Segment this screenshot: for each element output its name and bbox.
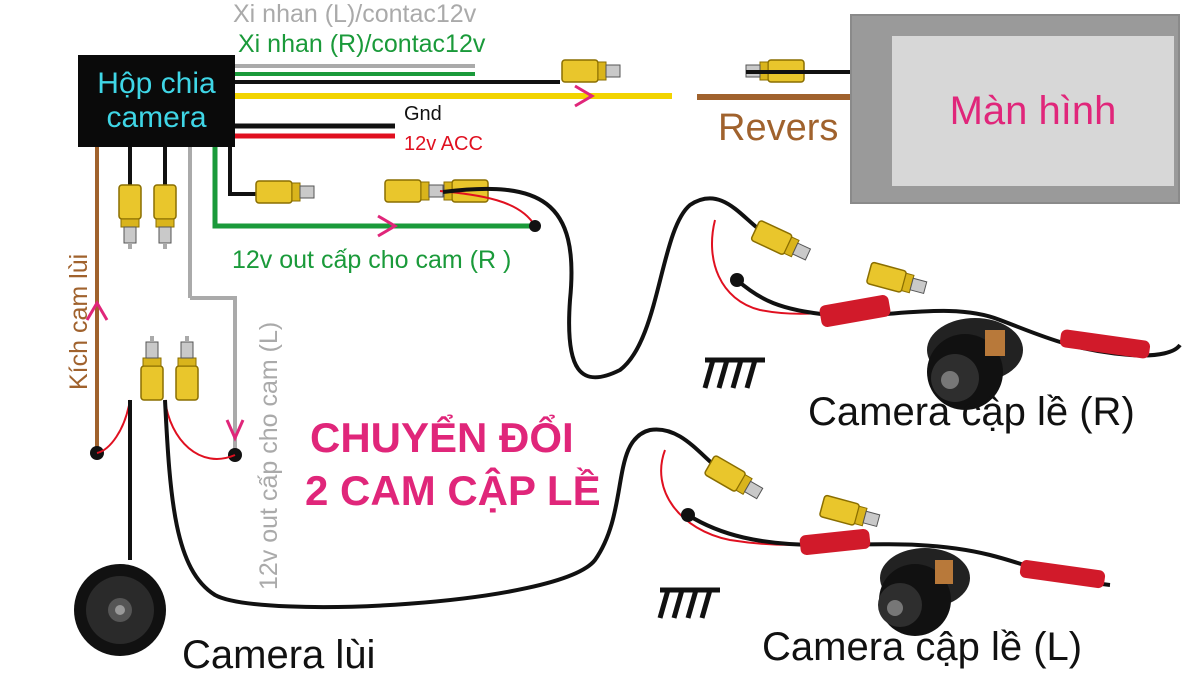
arrow-kich bbox=[85, 300, 109, 321]
label-kich-cam-lui: Kích cam lùi bbox=[65, 254, 93, 390]
camera-left-icon bbox=[878, 548, 970, 636]
arrow-out-left bbox=[225, 419, 245, 442]
label-out-right: 12v out cấp cho cam (R ) bbox=[232, 246, 511, 274]
rca-down-b bbox=[153, 184, 177, 250]
arrow-reverse bbox=[574, 84, 595, 108]
label-gnd: Gnd bbox=[404, 103, 442, 125]
rca-up-b bbox=[175, 335, 199, 401]
wire-red-left-2 bbox=[164, 399, 236, 460]
red-sleeve-left bbox=[799, 528, 871, 556]
red-sleeve-left-2 bbox=[1019, 560, 1106, 589]
camera-rear-icon bbox=[74, 564, 166, 656]
splitter-box: Hộp chia camera bbox=[78, 55, 235, 147]
monitor-display: Màn hình bbox=[892, 36, 1174, 186]
label-out-left: 12v out cấp cho cam (L) bbox=[255, 322, 283, 590]
label-camera-right: Camera cập lề (R) bbox=[808, 390, 1135, 434]
title-line-2: 2 CAM CẬP LỀ bbox=[305, 466, 601, 514]
joint-right bbox=[529, 220, 541, 232]
label-xi-nhan-right: Xi nhan (R)/contac12v bbox=[238, 30, 486, 58]
wire-long-right bbox=[442, 186, 762, 380]
camera-right-icon bbox=[927, 318, 1023, 410]
label-xi-nhan-left: Xi nhan (L)/contac12v bbox=[233, 0, 477, 28]
rca-right-cam-b bbox=[865, 261, 929, 300]
rca-connector-top bbox=[561, 59, 621, 83]
label-revers: Revers bbox=[718, 107, 838, 149]
wire-out-left-gray-2 bbox=[190, 296, 237, 455]
ground-right-icon bbox=[705, 360, 765, 388]
rca-connector-right-a bbox=[255, 180, 315, 204]
title-line-1: CHUYỂN ĐỔI bbox=[310, 412, 574, 461]
wire-video-right-black bbox=[228, 147, 256, 196]
arrow-out-right bbox=[377, 214, 398, 238]
monitor-screen: Màn hình bbox=[850, 14, 1180, 204]
box-label-line-2: camera bbox=[106, 101, 207, 134]
box-label-line-1: Hộp chia bbox=[97, 67, 216, 100]
red-sleeve-right bbox=[819, 295, 891, 327]
ground-left-icon bbox=[660, 590, 720, 618]
label-camera-left: Camera cập lề (L) bbox=[762, 625, 1082, 669]
rca-down-a bbox=[118, 184, 142, 250]
red-sleeve-right-2 bbox=[1059, 329, 1151, 359]
rca-left-cam-a bbox=[703, 454, 766, 504]
label-camera-rear: Camera lùi bbox=[182, 633, 375, 677]
monitor-label: Màn hình bbox=[949, 88, 1117, 133]
wire-out-right-green bbox=[212, 147, 535, 229]
label-acc: 12v ACC bbox=[404, 133, 483, 155]
rca-right-cam-a bbox=[749, 219, 814, 266]
wire-long-left bbox=[163, 399, 722, 610]
wire-red-left bbox=[96, 399, 131, 454]
rca-up-a bbox=[140, 335, 164, 401]
rca-left-cam-b bbox=[818, 494, 882, 533]
rca-connector-right-c bbox=[384, 179, 444, 203]
